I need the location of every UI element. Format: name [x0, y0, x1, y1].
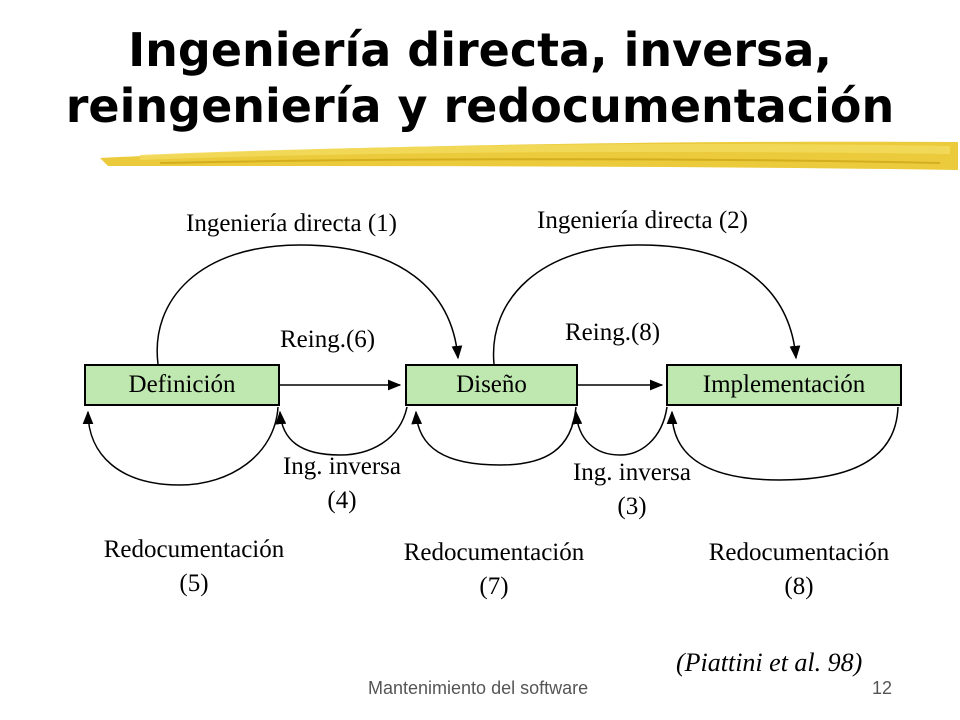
- footer-text: Mantenimiento del software: [368, 678, 589, 698]
- arrow-redoc-8: [666, 406, 899, 481]
- label-ing-inversa-4-line2: (4): [327, 487, 357, 514]
- arrow-ing-inversa-3: [571, 406, 668, 456]
- arrow-redoc-5: [82, 406, 279, 486]
- label-redoc-7: Redocumentación (7): [378, 538, 610, 602]
- label-redoc-7-line2: (7): [479, 573, 509, 600]
- title-line-2: reingeniería y redocumentación: [65, 79, 895, 133]
- label-redoc-8: Redocumentación (8): [683, 538, 915, 602]
- citation: (Piattini et al. 98): [676, 648, 863, 677]
- arrow-redoc-7: [411, 406, 577, 466]
- arrow-ing-directa-1: [156, 244, 463, 365]
- label-ing-inversa-3: Ing. inversa (3): [552, 458, 712, 522]
- label-redoc-8-line1: Redocumentación: [708, 539, 890, 566]
- box-implementacion: Implementación: [666, 364, 902, 406]
- label-ing-directa-1: Ingeniería directa (1): [186, 210, 397, 237]
- label-ing-inversa-3-line2: (3): [617, 493, 647, 520]
- label-ing-inversa-4-line1: Ing. inversa: [282, 453, 402, 480]
- label-ing-directa-2: Ingeniería directa (2): [537, 207, 748, 234]
- box-diseno: Diseño: [405, 364, 578, 406]
- title-underline: [100, 141, 958, 170]
- label-ing-inversa-3-line1: Ing. inversa: [572, 459, 692, 486]
- arrow-ing-directa-2: [492, 244, 801, 365]
- page-number: 12: [872, 678, 893, 698]
- label-redoc-8-line2: (8): [784, 573, 814, 600]
- label-redoc-5: Redocumentación (5): [78, 535, 310, 599]
- title-line-1: Ingeniería directa, inversa,: [128, 23, 832, 77]
- label-ing-inversa-4: Ing. inversa (4): [262, 452, 422, 516]
- label-redoc-5-line1: Redocumentación: [103, 536, 285, 563]
- arrow-ing-inversa-4: [275, 406, 408, 456]
- slide-title: Ingeniería directa, inversa, reingenierí…: [0, 22, 960, 134]
- label-reing-6: Reing.(6): [280, 326, 376, 353]
- label-reing-8: Reing.(8): [565, 319, 661, 346]
- label-redoc-5-line2: (5): [179, 570, 209, 597]
- label-redoc-7-line1: Redocumentación: [403, 539, 585, 566]
- box-definicion: Definición: [84, 364, 280, 406]
